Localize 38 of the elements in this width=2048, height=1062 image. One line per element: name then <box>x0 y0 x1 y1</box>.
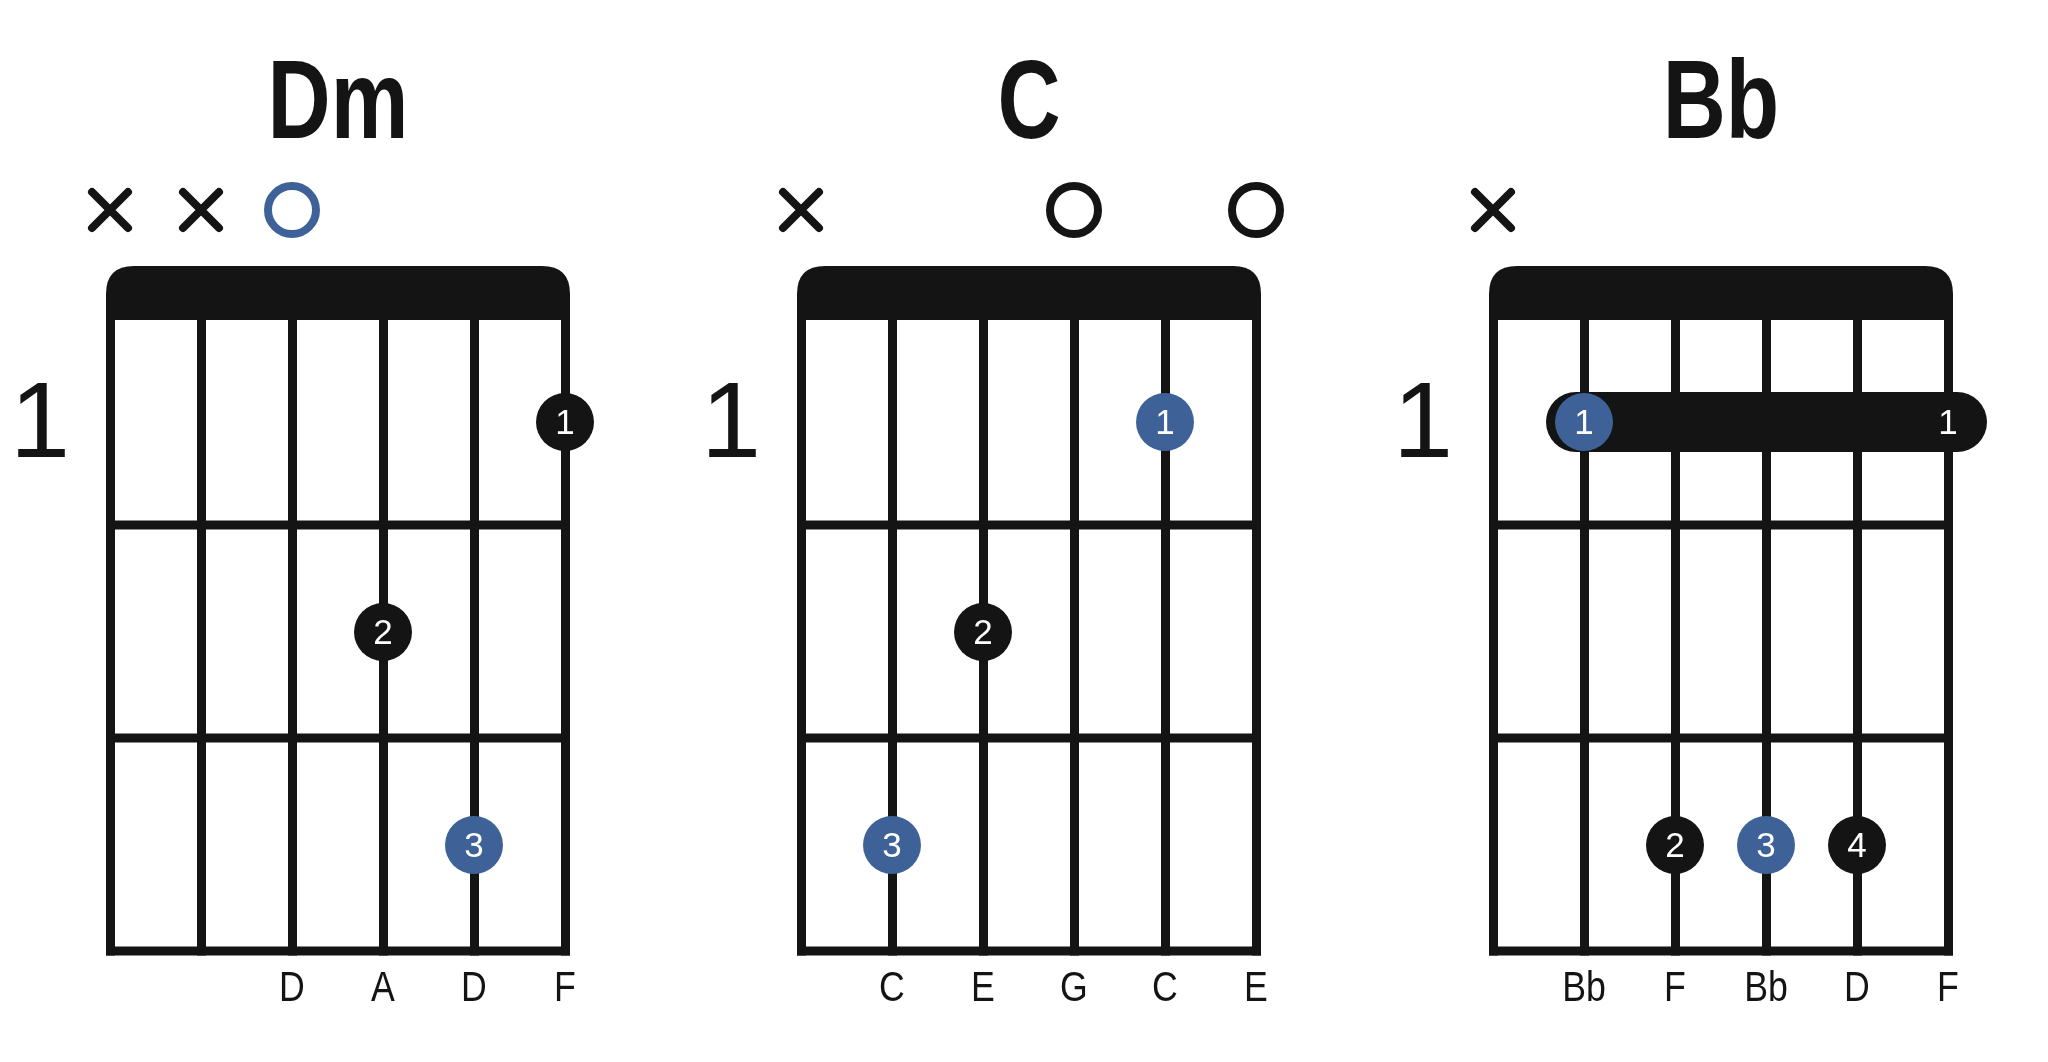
cross-icon <box>87 187 133 233</box>
string-name: D <box>279 966 305 1008</box>
fret-number: 1 <box>10 366 71 474</box>
string-name: C <box>879 966 905 1008</box>
chord-name: C <box>996 44 1061 156</box>
string-name: Bb <box>1562 966 1606 1008</box>
finger-dot: 1 <box>1555 392 1613 451</box>
string-name: C <box>1152 966 1178 1008</box>
string-name: F <box>1937 966 1959 1008</box>
string-name: Bb <box>1744 966 1788 1008</box>
finger-dot: 1 <box>1136 392 1194 451</box>
string-name: D <box>1844 966 1870 1008</box>
cross-icon <box>178 187 224 233</box>
string-name: E <box>971 966 995 1008</box>
string-name: F <box>554 966 576 1008</box>
cross-icon <box>1470 187 1516 233</box>
chord-name: Dm <box>267 44 408 156</box>
finger-dot: 4 <box>1828 815 1886 874</box>
ring-icon <box>1046 182 1102 238</box>
chord-name: Bb <box>1662 44 1779 156</box>
string-name: D <box>461 966 487 1008</box>
finger-number: 1 <box>1938 400 1958 443</box>
fret-number: 1 <box>701 366 762 474</box>
cross-icon <box>778 187 824 233</box>
string-name: A <box>371 966 395 1008</box>
ring-icon <box>264 182 320 238</box>
finger-dot: 3 <box>863 815 921 874</box>
string-name: F <box>1664 966 1686 1008</box>
finger-dot: 3 <box>445 815 503 874</box>
fret-number: 1 <box>1393 366 1454 474</box>
finger-dot: 2 <box>954 602 1012 661</box>
ring-icon <box>1228 182 1284 238</box>
string-name: E <box>1244 966 1268 1008</box>
finger-dot: 3 <box>1737 815 1795 874</box>
string-name: G <box>1060 966 1088 1008</box>
finger-dot: 2 <box>1646 815 1704 874</box>
finger-dot: 2 <box>354 602 412 661</box>
finger-dot: 1 <box>536 392 594 451</box>
